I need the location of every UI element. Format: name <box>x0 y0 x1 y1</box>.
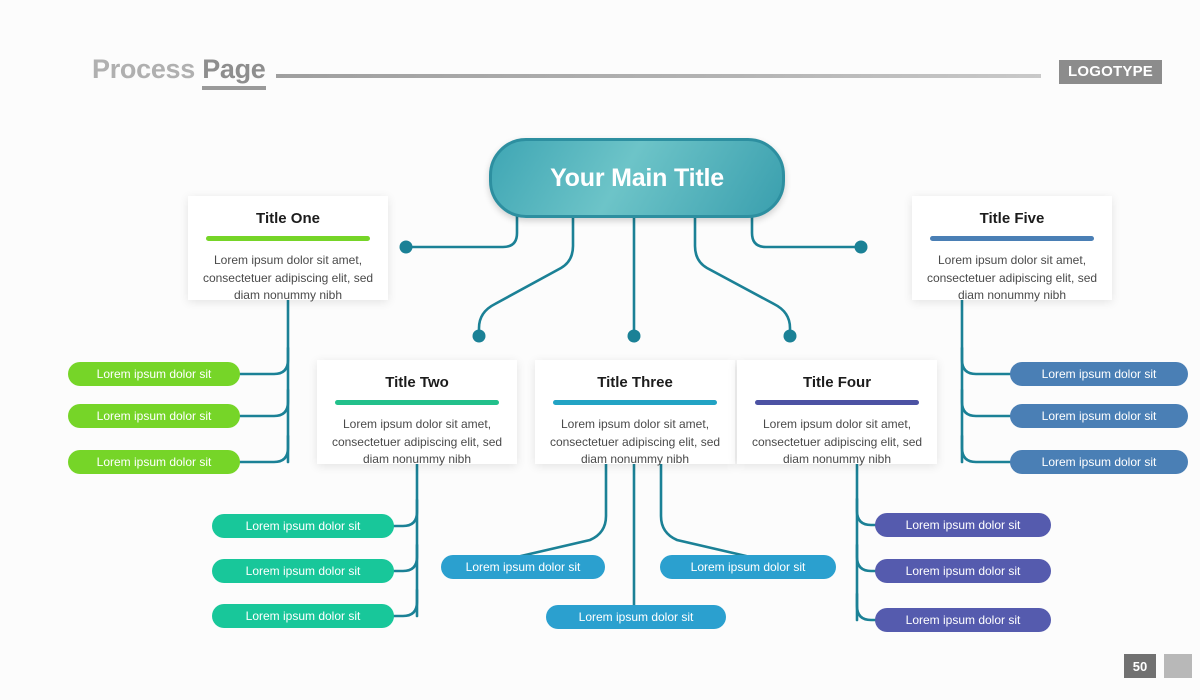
connector-path-5 <box>693 210 792 338</box>
sub-pill-one-1[interactable]: Lorem ipsum dolor sit <box>68 362 240 386</box>
sub-pill-label: Lorem ipsum dolor sit <box>245 519 361 533</box>
branch-card-three-body: Lorem ipsum dolor sit amet, consectetuer… <box>549 417 721 467</box>
branch-card-five-title: Title Five <box>979 210 1045 227</box>
connector-path-3 <box>477 210 575 338</box>
connector-endpoint-dot-5 <box>783 329 797 343</box>
connector-path-1 <box>404 210 519 249</box>
sub-pill-four-1[interactable]: Lorem ipsum dolor sit <box>875 513 1051 537</box>
sub-pill-two-1[interactable]: Lorem ipsum dolor sit <box>212 514 394 538</box>
sub-pill-label: Lorem ipsum dolor sit <box>465 560 581 574</box>
sub-pill-label: Lorem ipsum dolor sit <box>1041 455 1157 469</box>
branch-card-one-accent-bar <box>206 236 370 241</box>
sub-pill-three-3[interactable]: Lorem ipsum dolor sit <box>660 555 836 579</box>
branch-card-one-body: Lorem ipsum dolor sit amet, consectetuer… <box>202 253 374 303</box>
main-title-label: Your Main Title <box>550 163 724 192</box>
connector-path-9 <box>238 434 290 464</box>
sub-pill-label: Lorem ipsum dolor sit <box>905 564 1021 578</box>
branch-card-five-body: Lorem ipsum dolor sit amet, consectetuer… <box>926 253 1098 303</box>
branch-card-five-accent-bar <box>930 236 1094 241</box>
branch-card-one[interactable]: Title One Lorem ipsum dolor sit amet, co… <box>188 196 388 302</box>
sub-pill-two-3[interactable]: Lorem ipsum dolor sit <box>212 604 394 628</box>
connector-endpoint-dot-1 <box>399 240 413 254</box>
branch-card-four-accent-bar <box>755 400 919 405</box>
header-divider-rule <box>276 74 1041 78</box>
branch-card-four-body: Lorem ipsum dolor sit amet, consectetuer… <box>751 417 923 467</box>
sub-pill-label: Lorem ipsum dolor sit <box>96 409 212 423</box>
sub-pill-one-2[interactable]: Lorem ipsum dolor sit <box>68 404 240 428</box>
connector-path-18 <box>504 462 608 569</box>
logotype-badge: LOGOTYPE <box>1059 60 1162 84</box>
page-number-badge: 50 <box>1124 654 1156 678</box>
sub-pill-two-2[interactable]: Lorem ipsum dolor sit <box>212 559 394 583</box>
connector-path-8 <box>238 388 290 418</box>
sub-pill-label: Lorem ipsum dolor sit <box>1041 367 1157 381</box>
connector-path-20 <box>659 462 763 569</box>
sub-pill-five-3[interactable]: Lorem ipsum dolor sit <box>1010 450 1188 474</box>
branch-card-one-title: Title One <box>256 210 320 227</box>
sub-pill-three-2[interactable]: Lorem ipsum dolor sit <box>546 605 726 629</box>
sub-pill-label: Lorem ipsum dolor sit <box>245 564 361 578</box>
branch-card-five[interactable]: Title Five Lorem ipsum dolor sit amet, c… <box>912 196 1112 302</box>
branch-card-three[interactable]: Title Three Lorem ipsum dolor sit amet, … <box>535 360 735 466</box>
branch-card-two-body: Lorem ipsum dolor sit amet, consectetuer… <box>331 417 503 467</box>
sub-pill-label: Lorem ipsum dolor sit <box>245 609 361 623</box>
sub-pill-label: Lorem ipsum dolor sit <box>578 610 694 624</box>
connector-path-15 <box>392 498 419 528</box>
connector-endpoint-dot-2 <box>854 240 868 254</box>
sub-pill-one-3[interactable]: Lorem ipsum dolor sit <box>68 450 240 474</box>
sub-pill-label: Lorem ipsum dolor sit <box>96 367 212 381</box>
sub-pill-four-2[interactable]: Lorem ipsum dolor sit <box>875 559 1051 583</box>
branch-card-two[interactable]: Title Two Lorem ipsum dolor sit amet, co… <box>317 360 517 466</box>
branch-card-two-title: Title Two <box>385 374 449 391</box>
sub-pill-label: Lorem ipsum dolor sit <box>690 560 806 574</box>
sub-pill-five-2[interactable]: Lorem ipsum dolor sit <box>1010 404 1188 428</box>
connector-endpoint-dot-3 <box>472 329 486 343</box>
branch-card-four-title: Title Four <box>802 374 872 391</box>
sub-pill-label: Lorem ipsum dolor sit <box>905 518 1021 532</box>
connector-path-11 <box>960 346 1012 376</box>
branch-card-four[interactable]: Title Four Lorem ipsum dolor sit amet, c… <box>737 360 937 466</box>
sub-pill-label: Lorem ipsum dolor sit <box>1041 409 1157 423</box>
page-title-light: Process <box>92 54 203 84</box>
page-footer-block <box>1164 654 1192 678</box>
branch-card-three-accent-bar <box>553 400 717 405</box>
sub-pill-four-3[interactable]: Lorem ipsum dolor sit <box>875 608 1051 632</box>
connector-path-17 <box>392 588 419 618</box>
connector-path-16 <box>392 543 419 573</box>
sub-pill-five-1[interactable]: Lorem ipsum dolor sit <box>1010 362 1188 386</box>
sub-pill-label: Lorem ipsum dolor sit <box>905 613 1021 627</box>
connector-path-7 <box>238 346 290 376</box>
branch-card-two-accent-bar <box>335 400 499 405</box>
connector-path-2 <box>750 210 863 249</box>
connector-path-13 <box>960 434 1012 464</box>
page-title: Process Page <box>92 54 266 90</box>
page-title-strong: Page <box>202 54 266 90</box>
main-title-node[interactable]: Your Main Title <box>489 138 785 218</box>
sub-pill-label: Lorem ipsum dolor sit <box>96 455 212 469</box>
connector-path-12 <box>960 388 1012 418</box>
sub-pill-three-1[interactable]: Lorem ipsum dolor sit <box>441 555 605 579</box>
connector-endpoint-dot-4 <box>627 329 641 343</box>
branch-card-three-title: Title Three <box>597 374 673 391</box>
